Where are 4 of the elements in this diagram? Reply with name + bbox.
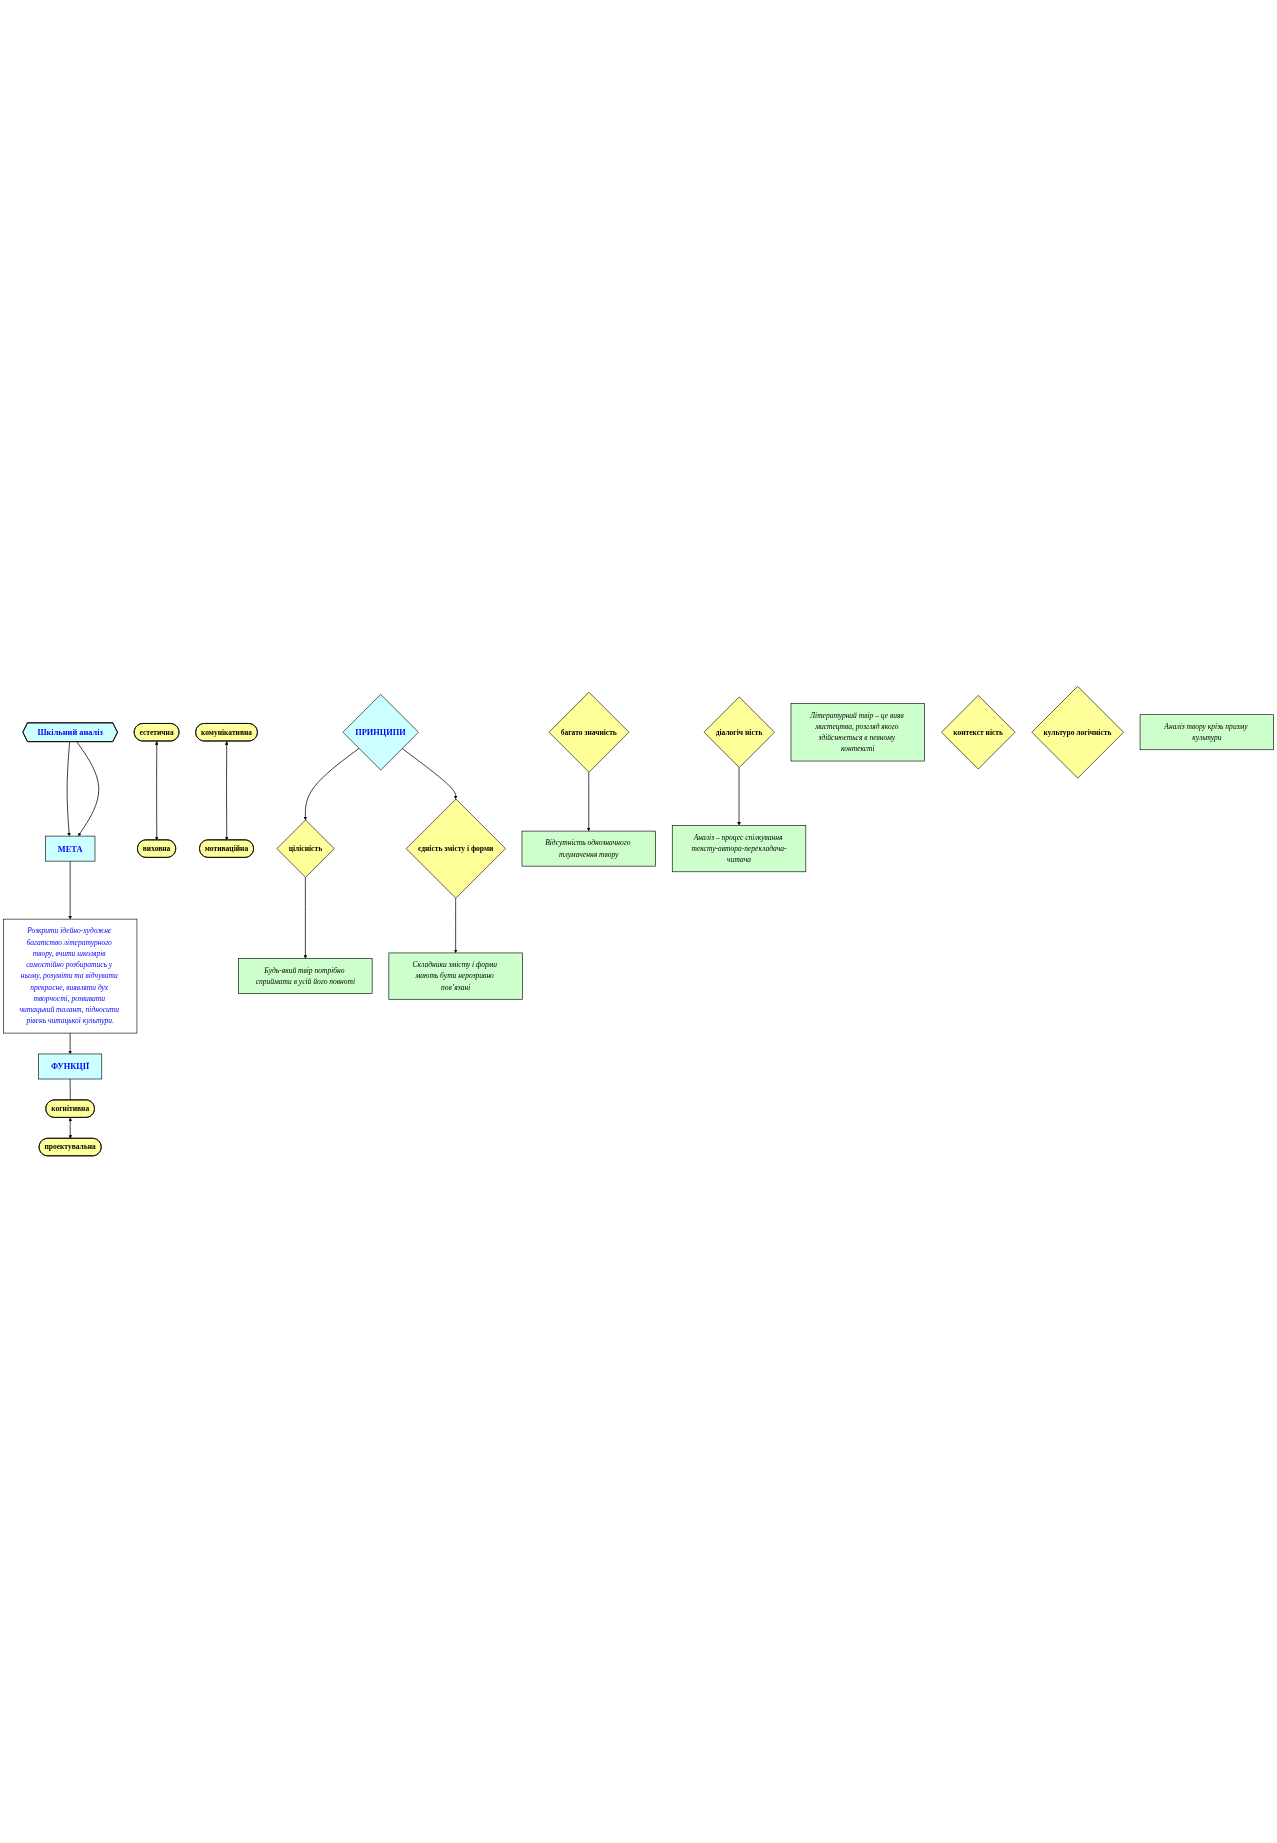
node-diamond: ПРИНЦИПИ <box>342 694 419 771</box>
node-box: МЕТА <box>45 836 96 862</box>
connector <box>69 1079 71 1101</box>
node-box: ФУНКЦІЇ <box>38 1054 103 1080</box>
